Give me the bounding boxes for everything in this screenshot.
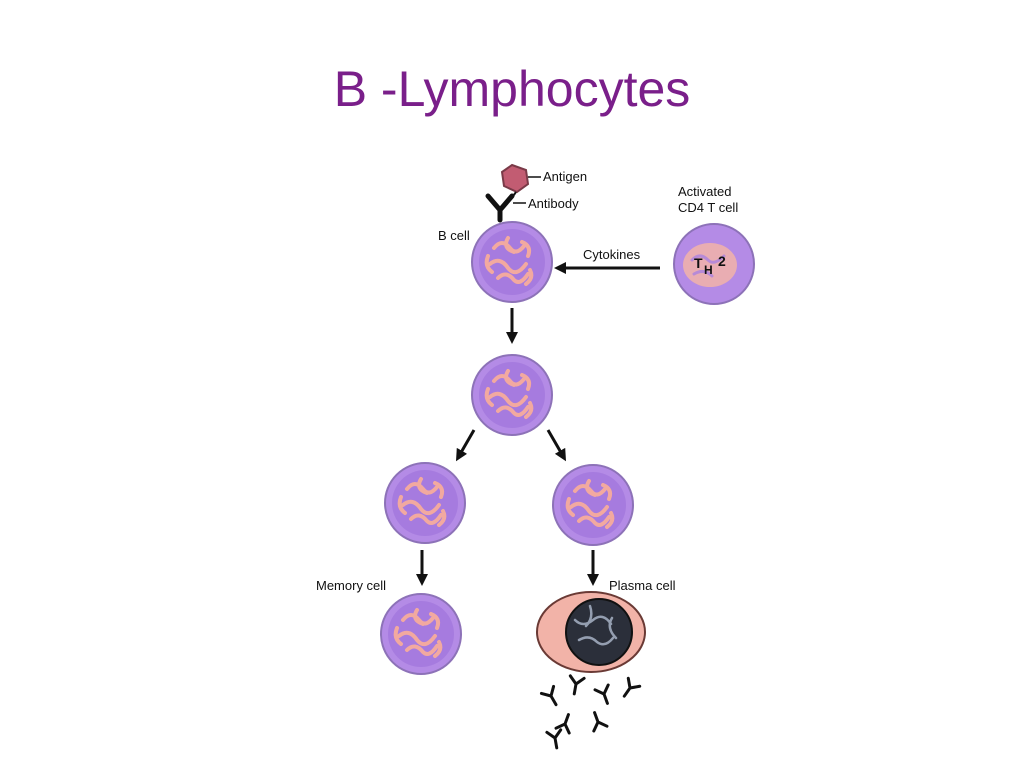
plasma-cell xyxy=(536,591,646,673)
memory-cell xyxy=(379,592,463,676)
th2-t-text: T xyxy=(694,255,703,271)
antibody-secreted-4 xyxy=(617,676,642,702)
slide-title: B -Lymphocytes xyxy=(333,61,691,117)
th2-cell: T H 2 xyxy=(673,223,755,305)
plasma-cell-label: Plasma cell xyxy=(609,578,676,593)
antibody-secreted-7 xyxy=(545,728,566,751)
arrow-to-plasma-branch xyxy=(546,429,566,462)
antibody-icon xyxy=(485,193,515,223)
b-cell-label: B cell xyxy=(438,228,470,243)
antibody-secreted-3 xyxy=(593,683,616,708)
cytokines-label: Cytokines xyxy=(583,247,641,262)
memory-branch-cell xyxy=(383,461,467,545)
antibody-label: Antibody xyxy=(528,196,579,211)
th2-2-text: 2 xyxy=(718,253,726,269)
cd4-t-cell-label: CD4 T cell xyxy=(678,200,738,215)
memory-cell-label: Memory cell xyxy=(316,578,386,593)
proliferating-b-cell xyxy=(470,353,554,437)
th2-h-text: H xyxy=(704,263,713,277)
arrow-to-memory-branch xyxy=(456,429,476,462)
b-cell xyxy=(470,220,554,304)
antibody-secreted-1 xyxy=(539,684,564,710)
antibody-secreted-2 xyxy=(565,674,586,697)
antigen-icon xyxy=(500,163,530,200)
antibody-secreted-6 xyxy=(586,708,609,733)
plasma-branch-cell xyxy=(551,463,635,547)
antigen-label: Antigen xyxy=(543,169,587,184)
activated-label: Activated xyxy=(678,184,731,199)
